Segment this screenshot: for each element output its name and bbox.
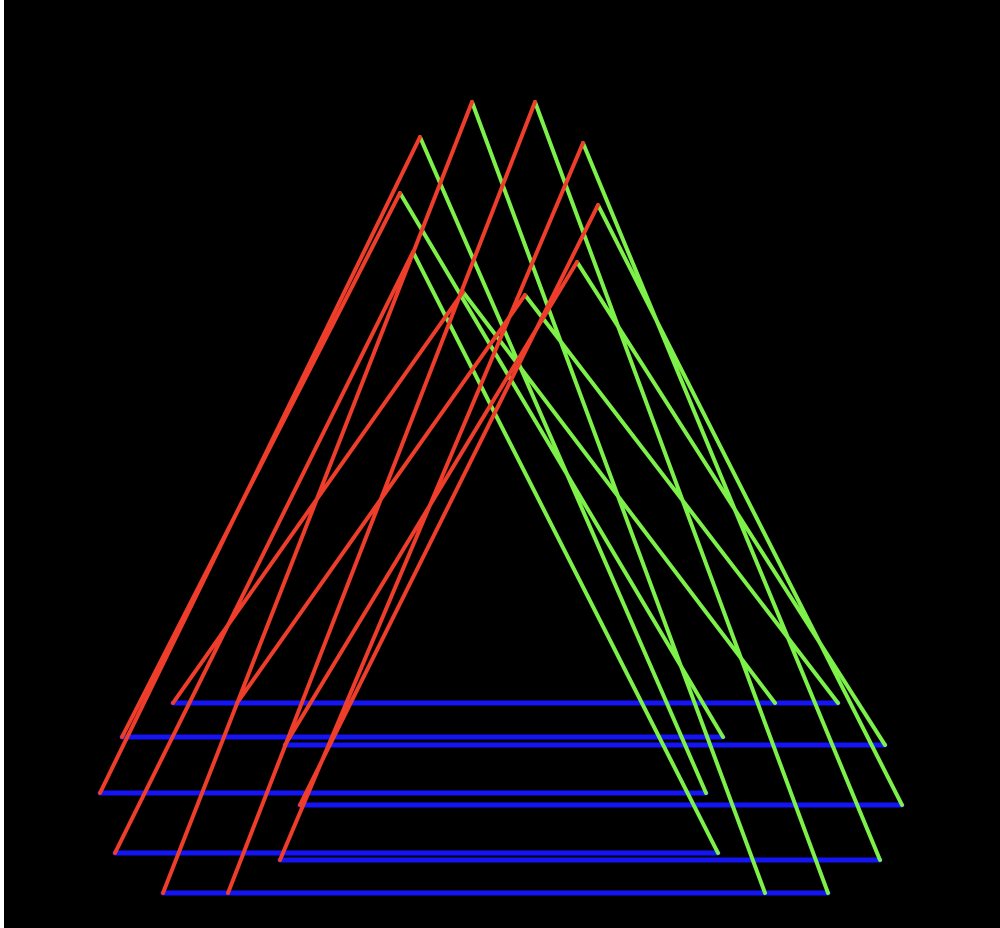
triangle-6-right-edge [596,203,904,807]
triangle-7-right-edge [411,250,720,855]
scene-background [4,0,1000,928]
triangle-6-left-edge [298,203,600,807]
triangle-7-left-edge [113,250,415,855]
left-white-border [0,0,4,928]
triangle-9-right-edge [523,293,840,705]
triangle-5-left-edge [120,191,402,739]
triangle-10-left-edge [283,260,579,747]
triangle-10-right-edge [575,260,887,747]
triangle-8-right-edge [461,290,777,705]
triangle-9-left-edge [235,293,527,705]
triangle-5-right-edge [398,191,725,739]
triangle-edges [97,100,905,896]
triangle-8-left-edge [171,290,465,705]
